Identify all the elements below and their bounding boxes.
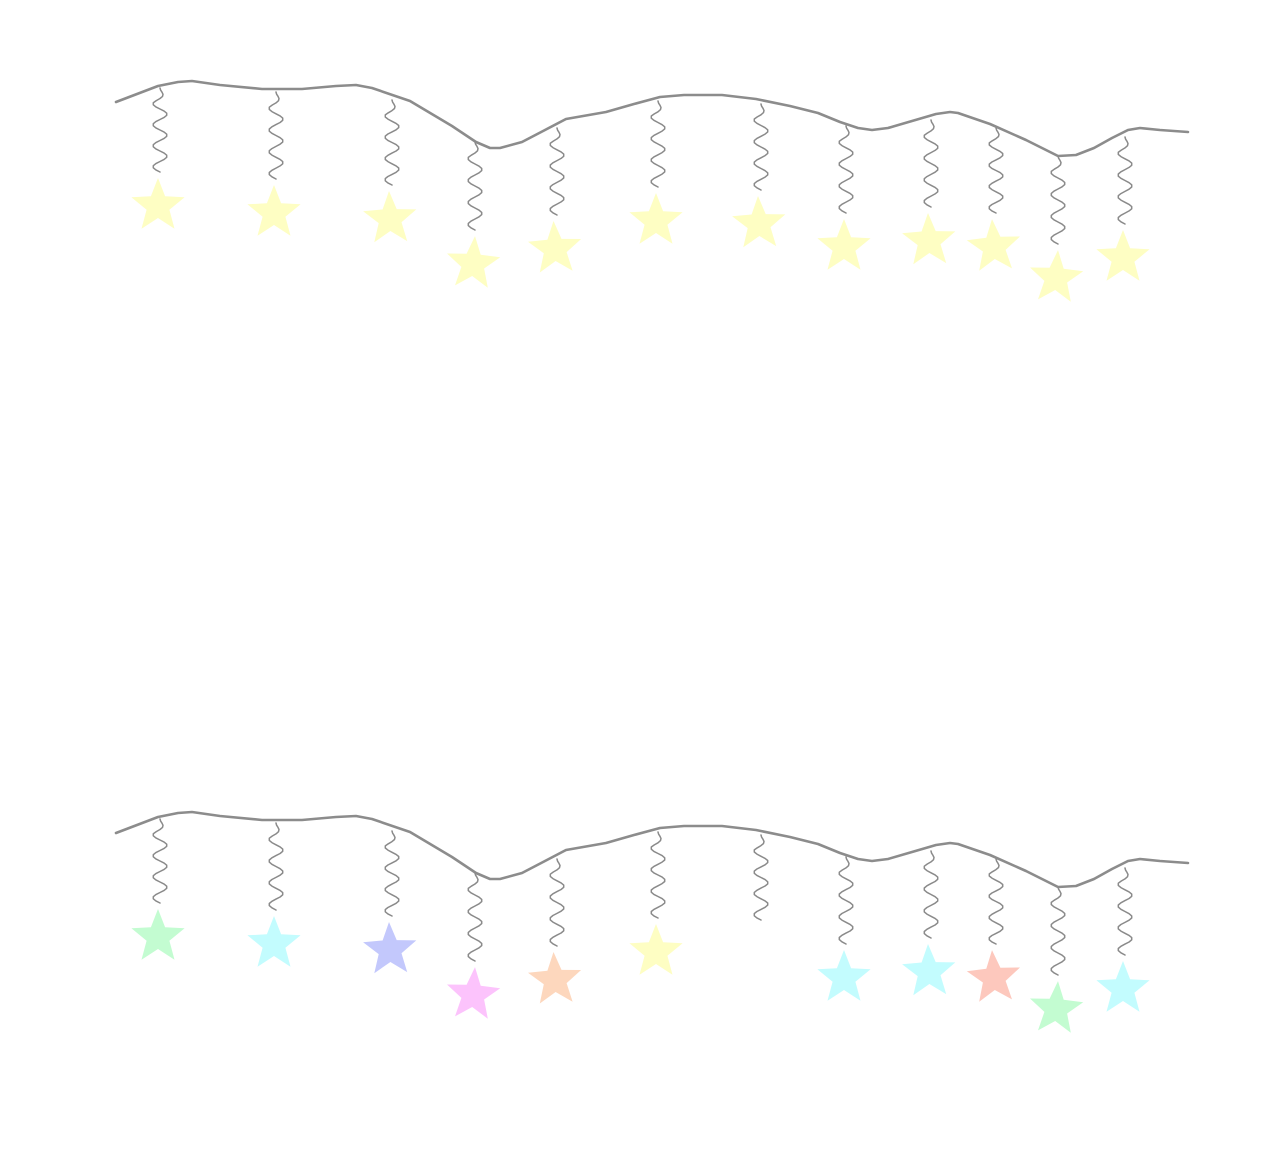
- light-bulb: [629, 100, 683, 244]
- hanging-wire: [988, 127, 1004, 214]
- wire-cable: [114, 810, 1190, 889]
- garland-bottom: [114, 810, 1190, 1033]
- light-bulb: [902, 119, 956, 265]
- star-light-icon: [528, 952, 582, 1004]
- star-light-icon: [629, 924, 683, 975]
- hanging-wire: [152, 87, 168, 173]
- hanging-wire: [384, 830, 400, 917]
- light-bulb: [902, 850, 956, 996]
- light-bulb: [447, 141, 501, 288]
- hanging-wire: [268, 91, 284, 180]
- light-bulb: [732, 103, 786, 248]
- light-bulb: [363, 99, 417, 243]
- hanging-wire: [988, 858, 1004, 945]
- light-bulb: [131, 818, 185, 960]
- hanging-wire: [838, 856, 854, 945]
- hanging-wire: [467, 141, 483, 231]
- wire-cable: [114, 79, 1190, 158]
- star-light-icon: [817, 219, 871, 270]
- star-light-icon: [1096, 961, 1150, 1012]
- star-light-icon: [528, 221, 582, 273]
- star-light-icon: [1030, 250, 1084, 302]
- light-bulb: [363, 830, 417, 974]
- hanging-wire: [923, 119, 939, 208]
- star-light-icon: [732, 196, 786, 248]
- hanging-wire: [1050, 886, 1066, 976]
- star-light-icon: [363, 191, 417, 243]
- light-bulb: [1096, 136, 1150, 281]
- hanging-wire: [1117, 136, 1133, 225]
- hanging-wire: [650, 100, 666, 188]
- hanging-wire: [384, 99, 400, 186]
- star-light-icon: [131, 909, 185, 960]
- light-bulb: [247, 91, 301, 236]
- light-bulb: [1096, 867, 1150, 1012]
- light-bulb: [528, 127, 582, 273]
- star-light-icon: [363, 922, 417, 974]
- light-bulb: [817, 856, 871, 1001]
- hanging-wire: [1117, 867, 1133, 956]
- light-bulb: [528, 858, 582, 1004]
- star-light-icon: [629, 193, 683, 244]
- hanging-wire: [152, 818, 168, 904]
- light-bulb: [1030, 155, 1084, 302]
- star-light-icon: [1030, 981, 1084, 1033]
- hanging-wire: [467, 872, 483, 962]
- garland-top: [114, 79, 1190, 302]
- star-light-icon: [447, 236, 501, 288]
- star-light-icon: [966, 950, 1020, 1002]
- light-bulb: [629, 831, 683, 975]
- star-light-icon: [447, 967, 501, 1019]
- light-bulb: [753, 834, 769, 921]
- hanging-wire: [650, 831, 666, 919]
- light-bulb: [966, 858, 1020, 1002]
- star-light-icon: [817, 950, 871, 1001]
- hanging-wire: [549, 127, 565, 216]
- light-bulb: [131, 87, 185, 229]
- star-light-icon: [247, 916, 301, 967]
- star-light-icon: [247, 185, 301, 236]
- hanging-wire: [753, 834, 769, 921]
- light-bulb: [966, 127, 1020, 271]
- hanging-wire: [1050, 155, 1066, 245]
- light-bulb: [447, 872, 501, 1019]
- hanging-wire: [838, 125, 854, 214]
- star-light-icon: [1096, 230, 1150, 281]
- hanging-wire: [268, 822, 284, 911]
- star-light-icon: [966, 219, 1020, 271]
- light-bulb: [817, 125, 871, 270]
- star-light-icon: [902, 213, 956, 265]
- hanging-wire: [753, 103, 769, 191]
- hanging-wire: [923, 850, 939, 939]
- star-light-icon: [131, 178, 185, 229]
- light-bulb: [1030, 886, 1084, 1033]
- light-bulb: [247, 822, 301, 967]
- star-light-icon: [902, 944, 956, 996]
- hanging-wire: [549, 858, 565, 947]
